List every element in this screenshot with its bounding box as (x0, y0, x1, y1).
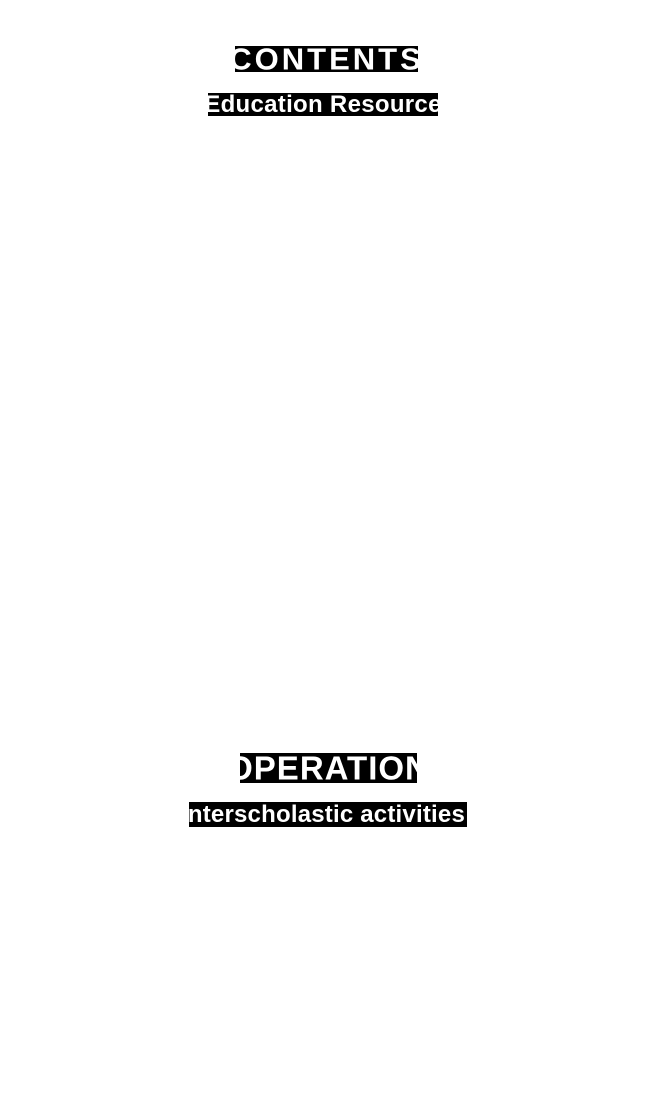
contents-title-highlight: CONTENTS (235, 46, 418, 72)
contents-title: CONTENTS (235, 46, 418, 72)
operation-title-highlight: OPERATION (240, 753, 417, 783)
education-resource-label: Education Resource (208, 93, 438, 116)
interscholastic-activities-label: Interscholastic activities (189, 802, 465, 827)
education-resource-highlight: Education Resource (208, 93, 438, 116)
interscholastic-activities-highlight: Interscholastic activities (189, 802, 467, 827)
operation-title: OPERATION (240, 753, 417, 783)
